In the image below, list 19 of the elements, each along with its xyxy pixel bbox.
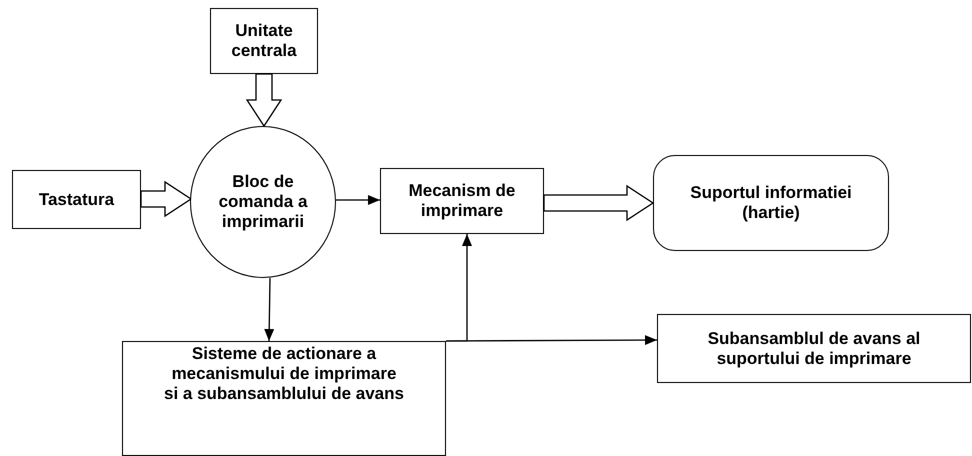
process-box [210, 8, 318, 74]
arrow [446, 335, 657, 346]
block-arrow [140, 180, 192, 218]
node-label: Unitate centrala [230, 21, 298, 61]
process-box [12, 170, 141, 229]
process-box [657, 314, 971, 383]
node-label: Bloc de comanda a imprimarii [218, 172, 308, 232]
block-arrow [543, 184, 654, 222]
arrow [264, 278, 274, 342]
node-label: Tastatura [38, 190, 114, 210]
node-label: Subansamblul de avans al suportului de imprimare [706, 328, 922, 368]
node-label: Mecanism de imprimare [408, 181, 516, 221]
node-label: Sisteme de actionare a mecanismului de imprimare si a subansamblului de avans [163, 344, 405, 404]
arrow [336, 195, 380, 205]
block-arrow [246, 73, 282, 128]
rounded-box [653, 155, 889, 251]
process-box [380, 168, 544, 234]
node-label: Suportul informatiei (hartie) [689, 183, 853, 223]
process-box [122, 341, 446, 456]
